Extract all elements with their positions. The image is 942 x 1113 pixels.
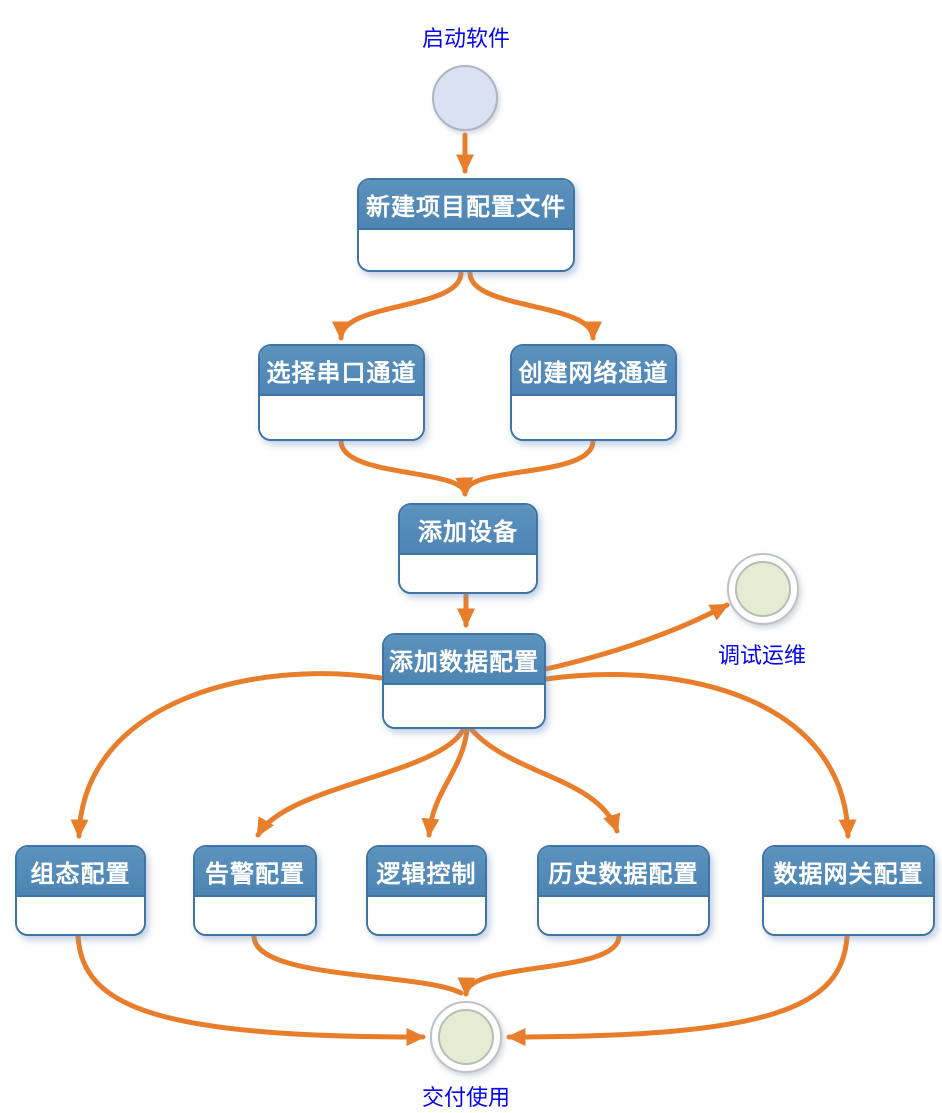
- node-title: 添加数据配置: [384, 635, 544, 685]
- delivery-label: 交付使用: [421, 1086, 511, 1111]
- node-body: [359, 230, 573, 270]
- delivery-node-inner: [438, 1009, 494, 1065]
- node-title: 组态配置: [17, 847, 144, 897]
- node-scada-config[interactable]: 组态配置: [15, 845, 146, 936]
- edge-add-data-to-history: [469, 727, 621, 834]
- edge-alarm-to-delivery: [251, 933, 464, 996]
- node-new-project-config[interactable]: 新建项目配置文件: [357, 178, 575, 272]
- edge-scada-to-delivery: [75, 933, 426, 1046]
- node-title: 逻辑控制: [368, 847, 485, 897]
- node-title: 告警配置: [195, 847, 315, 897]
- node-history-data-config[interactable]: 历史数据配置: [537, 845, 710, 936]
- node-body: [764, 897, 933, 934]
- edge-serial-to-add-device: [338, 438, 474, 497]
- node-body: [400, 555, 536, 592]
- node-body: [368, 897, 485, 934]
- edge-add-data-to-logic: [421, 727, 470, 838]
- node-select-serial-channel[interactable]: 选择串口通道: [258, 344, 425, 441]
- node-body: [539, 897, 708, 934]
- node-title: 数据网关配置: [764, 847, 933, 897]
- edge-add-data-to-gateway: [543, 672, 857, 839]
- node-title: 添加设备: [400, 505, 536, 555]
- edge-add-data-to-scada: [70, 671, 384, 839]
- delivery-node[interactable]: [430, 1001, 502, 1073]
- node-title: 新建项目配置文件: [359, 180, 573, 230]
- node-body: [384, 685, 544, 727]
- edge-add-data-to-debug: [543, 602, 730, 672]
- node-body: [17, 897, 144, 934]
- edge-add-data-to-alarm: [255, 727, 466, 838]
- node-add-device[interactable]: 添加设备: [398, 503, 538, 594]
- node-body: [195, 897, 315, 934]
- edge-new-project-to-network: [467, 270, 602, 341]
- node-alarm-config[interactable]: 告警配置: [193, 845, 317, 936]
- start-label: 启动软件: [421, 27, 511, 52]
- debug-ops-label: 调试运维: [717, 644, 807, 669]
- node-title: 历史数据配置: [539, 847, 708, 897]
- debug-ops-node-inner: [735, 561, 791, 617]
- node-body: [512, 396, 675, 439]
- edge-gateway-to-delivery: [506, 933, 850, 1046]
- edge-network-to-add-device: [463, 438, 596, 494]
- node-create-network-channel[interactable]: 创建网络通道: [510, 344, 677, 441]
- node-body: [260, 396, 423, 439]
- start-node[interactable]: [432, 65, 498, 131]
- node-data-gateway-config[interactable]: 数据网关配置: [762, 845, 935, 936]
- edge-new-project-to-serial: [332, 270, 464, 341]
- node-title: 创建网络通道: [512, 346, 675, 396]
- node-title: 选择串口通道: [260, 346, 423, 396]
- edge-history-to-delivery: [457, 933, 622, 997]
- node-logic-control[interactable]: 逻辑控制: [366, 845, 487, 936]
- debug-ops-node[interactable]: [727, 553, 799, 625]
- node-add-data-config[interactable]: 添加数据配置: [382, 633, 546, 729]
